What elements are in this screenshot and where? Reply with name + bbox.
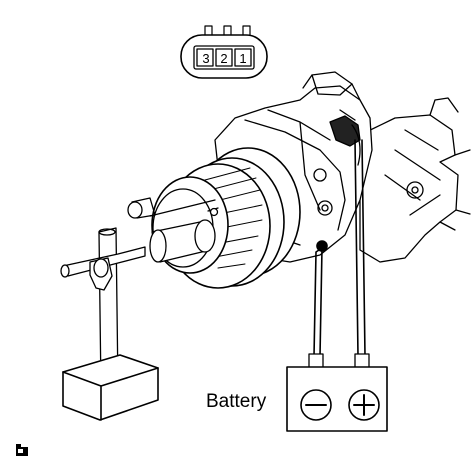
connector-icon — [180, 25, 268, 79]
dial-gauge-plunger — [127, 197, 216, 263]
camera-icon — [16, 444, 28, 456]
magnetic-stand — [60, 227, 159, 421]
compressor-connector — [329, 115, 361, 166]
connector-pin-2: 2 — [220, 51, 228, 66]
pulley — [149, 147, 301, 289]
connector-pin-3: 3 — [202, 51, 210, 66]
connector-pin-1: 1 — [239, 51, 247, 66]
wires — [313, 139, 366, 357]
battery-icon — [286, 353, 388, 432]
engine-block — [359, 97, 471, 263]
battery-label: Battery — [206, 391, 267, 412]
